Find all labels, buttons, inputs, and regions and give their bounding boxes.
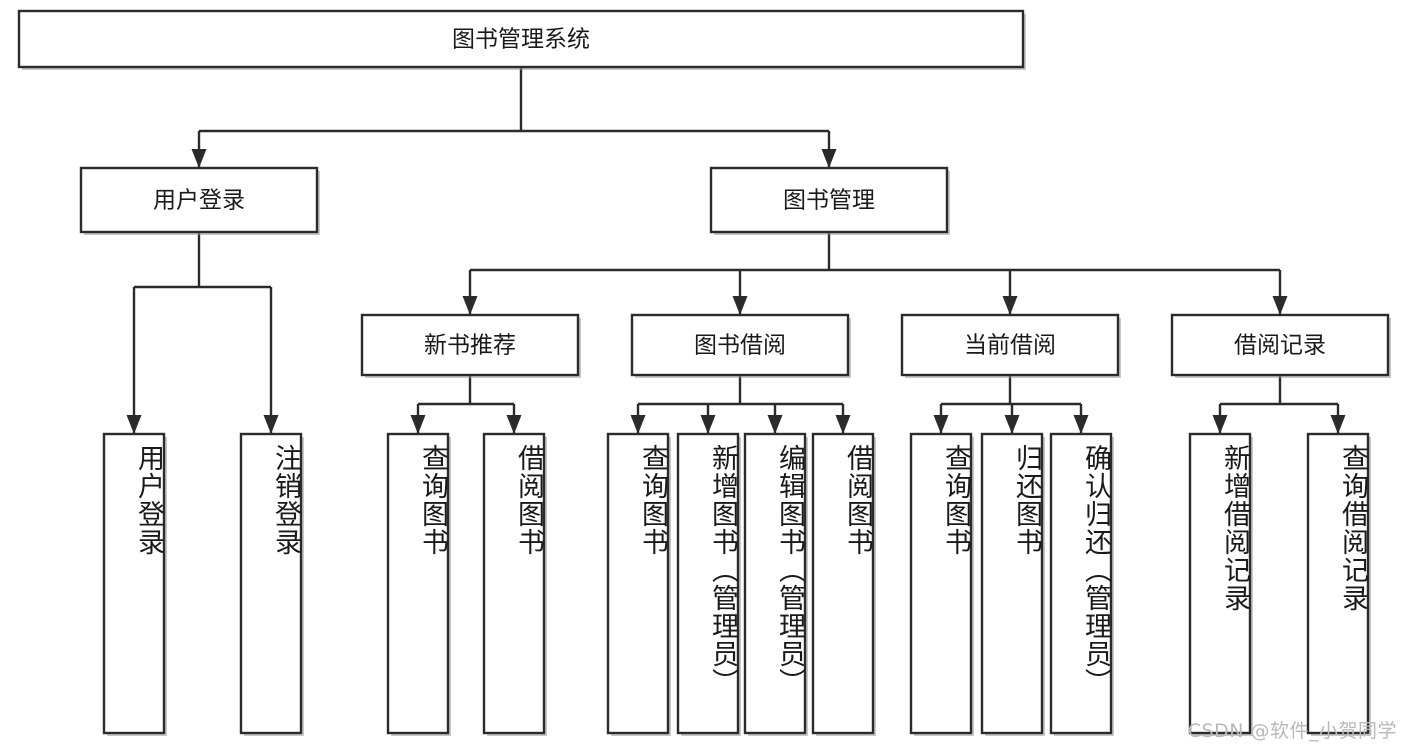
arrow-head-icon-leaf-edit-book <box>767 415 783 434</box>
node-box-root[interactable] <box>17 9 1025 69</box>
arrow-head-icon-leaf-borrow-book-2 <box>835 415 851 434</box>
arrow-head-icon-leaf-confirm-return <box>1073 415 1089 434</box>
node-box-leaf-confirm-return[interactable] <box>1049 432 1113 735</box>
node-box-leaf-query-record[interactable] <box>1306 432 1370 735</box>
node-box-leaf-edit-book[interactable] <box>743 432 807 735</box>
arrow-head-icon-leaf-query-book-2 <box>630 415 646 434</box>
node-box-borrow-record[interactable] <box>1170 313 1390 377</box>
arrow-head-icon-leaf-query-book-1 <box>410 415 426 434</box>
node-label-new-book-recommend: 新书推荐 <box>424 333 516 359</box>
arrow-head-icon-user-login <box>191 149 207 168</box>
node-label-borrow-record: 借阅记录 <box>1234 333 1326 359</box>
node-label-root: 图书管理系统 <box>452 27 590 53</box>
csdn-watermark: CSDN @软件_小贺同学 <box>1187 720 1397 742</box>
node-label-current-borrow: 当前借阅 <box>964 333 1056 359</box>
node-box-leaf-query-book-3[interactable] <box>909 432 973 735</box>
node-box-current-borrow[interactable] <box>900 313 1120 377</box>
node-box-leaf-return-book[interactable] <box>980 432 1044 735</box>
node-label-user-login: 用户登录 <box>153 188 245 214</box>
node-label-book-borrow: 图书借阅 <box>694 333 786 359</box>
node-box-leaf-logout-login[interactable] <box>239 432 303 735</box>
node-box-leaf-add-record[interactable] <box>1188 432 1252 735</box>
node-box-leaf-query-book-1[interactable] <box>386 432 450 735</box>
arrow-head-icon-book-manage <box>821 149 837 168</box>
connector-layer <box>126 67 1346 434</box>
arrow-head-icon-leaf-add-record <box>1212 415 1228 434</box>
arrow-head-icon-leaf-return-book <box>1004 415 1020 434</box>
arrow-head-icon-leaf-query-book-3 <box>933 415 949 434</box>
arrow-head-icon-new-book-recommend <box>462 296 478 315</box>
arrow-head-icon-leaf-add-book <box>700 415 716 434</box>
node-box-new-book-recommend[interactable] <box>360 313 580 377</box>
node-box-leaf-user-login[interactable] <box>102 432 166 735</box>
arrow-head-icon-leaf-query-record <box>1330 415 1346 434</box>
node-box-layer <box>17 9 1391 736</box>
node-label-book-manage: 图书管理 <box>783 188 875 214</box>
arrow-head-icon-leaf-logout-login <box>263 415 279 434</box>
node-box-book-borrow[interactable] <box>630 313 850 377</box>
arrow-head-icon-book-borrow <box>732 296 748 315</box>
node-box-leaf-query-book-2[interactable] <box>606 432 670 735</box>
arrow-head-icon-leaf-user-login <box>126 415 142 434</box>
arrow-head-icon-current-borrow <box>1002 296 1018 315</box>
node-box-leaf-add-book[interactable] <box>676 432 740 735</box>
arrow-head-icon-leaf-borrow-book-1 <box>506 415 522 434</box>
node-box-leaf-borrow-book-2[interactable] <box>811 432 875 735</box>
arrow-head-icon-borrow-record <box>1272 296 1288 315</box>
node-box-book-manage[interactable] <box>709 166 949 234</box>
node-box-user-login[interactable] <box>79 166 319 234</box>
node-box-leaf-borrow-book-1[interactable] <box>482 432 546 735</box>
